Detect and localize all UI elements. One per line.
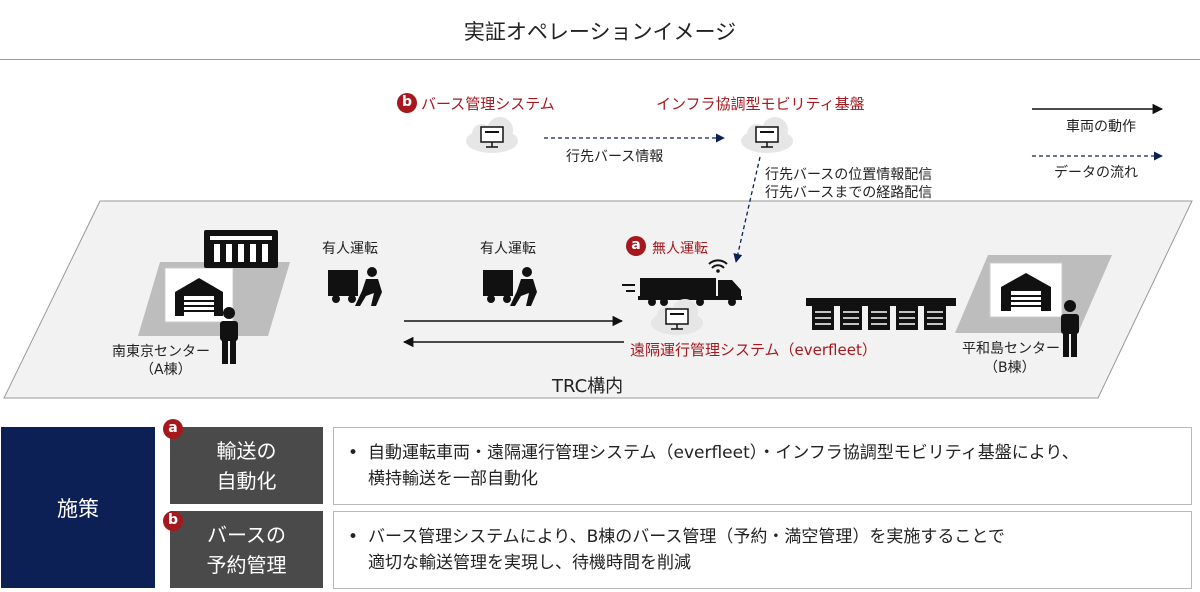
bus-system-badge: b xyxy=(397,93,417,113)
trc-premises-label: TRC構内 xyxy=(552,376,624,397)
warehouse-a-icon xyxy=(164,267,234,323)
legend-vehicle-label: 車両の動作 xyxy=(1066,119,1136,135)
page-title: 実証オペレーションイメージ xyxy=(463,20,737,44)
bullet: • xyxy=(348,443,359,463)
remote-system-cloud-icon xyxy=(651,299,703,335)
measure-b-badge: b xyxy=(163,511,183,531)
unmanned-driving-label: 無人運転 xyxy=(652,241,708,257)
measures-heading: 施策 xyxy=(1,427,155,588)
measure-a-title: 輸送の 自動化 xyxy=(170,427,323,504)
bus-system-label: バース管理システム xyxy=(421,95,555,113)
measure-a-description: • 自動運転車両・遠隔運行管理システム（everfleet）・インフラ協調型モビ… xyxy=(333,427,1192,505)
measure-b-line-2: 適切な輸送管理を実現し、待機時間を削減 xyxy=(368,553,691,573)
trc-floor xyxy=(3,200,1193,399)
destination-berth-info-label: 行先バース情報 xyxy=(566,149,664,165)
person-b-icon xyxy=(1061,300,1079,357)
manned-driving-label-1: 有人運転 xyxy=(322,241,378,257)
measure-a-line-1: 自動運転車両・遠隔運行管理システム（everfleet）・インフラ協調型モビリテ… xyxy=(368,443,1079,463)
unmanned-truck-icon xyxy=(622,259,742,306)
heiwajima-center-building: （B棟） xyxy=(984,360,1036,376)
bullet: • xyxy=(348,527,359,547)
south-center-building: （A棟） xyxy=(140,362,192,378)
bus-system-cloud-icon xyxy=(466,117,518,153)
route-distribution-label: 行先バースまでの経路配信 xyxy=(765,185,933,201)
person-a-icon xyxy=(220,307,238,364)
south-center-name: 南東京センター xyxy=(112,344,210,360)
remote-system-label: 遠隔運行管理システム（everfleet） xyxy=(630,341,877,359)
cargo-cage-icon xyxy=(204,230,278,268)
berth-docks-icon xyxy=(806,298,956,330)
location-distribution-label: 行先バースの位置情報配信 xyxy=(765,167,933,183)
mobility-platform-label: インフラ協調型モビリティ基盤 xyxy=(656,95,865,113)
distribution-arrow xyxy=(733,156,761,263)
mobility-cloud-icon xyxy=(741,117,793,153)
legend-data-label: データの流れ xyxy=(1054,165,1138,181)
measure-a-line-2: 横持輸送を一部自動化 xyxy=(368,469,538,489)
manned-truck-1-icon xyxy=(328,267,382,306)
warehouse-b-icon xyxy=(989,262,1063,318)
manned-driving-label-2: 有人運転 xyxy=(480,241,536,257)
heiwajima-center-name: 平和島センター xyxy=(962,341,1060,357)
measure-a-badge: a xyxy=(163,419,183,439)
measure-b-line-1: バース管理システムにより、B棟のバース管理（予約・満空管理）を実施することで xyxy=(368,527,1005,547)
measure-b-description: • バース管理システムにより、B棟のバース管理（予約・満空管理）を実施することで… xyxy=(333,511,1192,589)
unmanned-badge: a xyxy=(626,236,646,256)
measure-b-title: バースの 予約管理 xyxy=(170,511,323,588)
manned-truck-2-icon xyxy=(483,267,537,306)
title-divider xyxy=(0,59,1200,60)
